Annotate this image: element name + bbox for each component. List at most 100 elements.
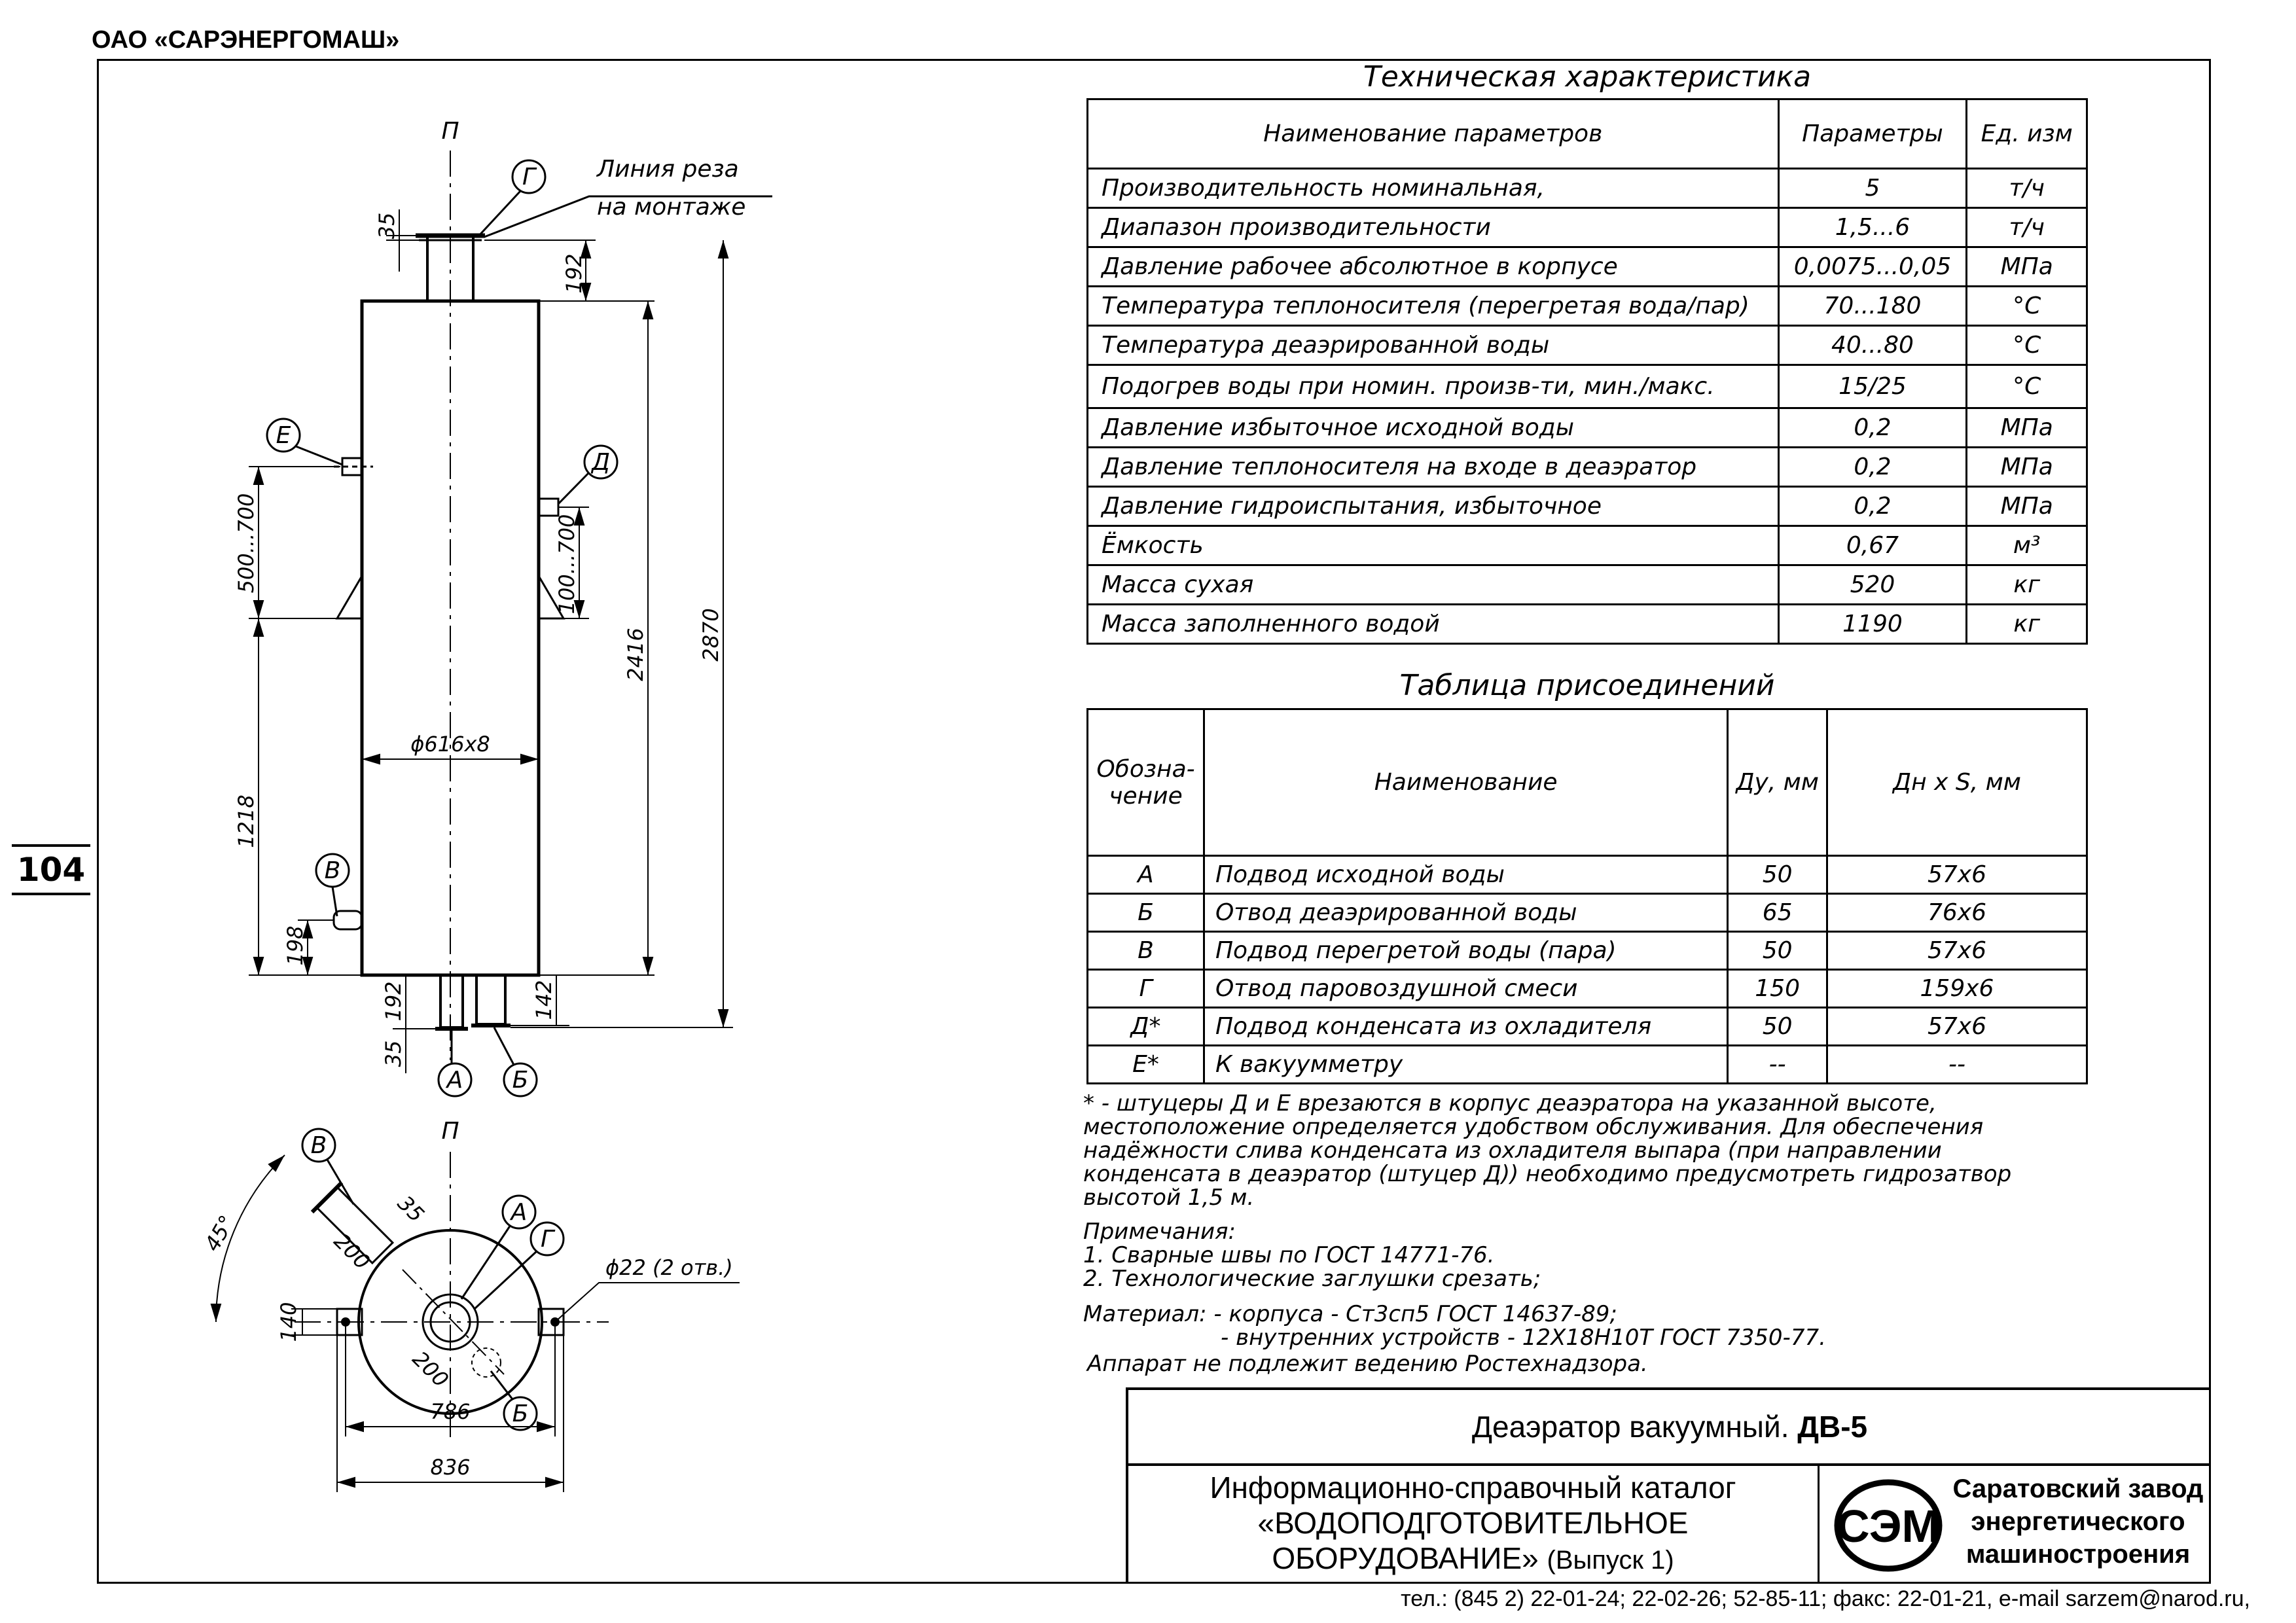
- maker-line: Саратовский завод: [1952, 1474, 2204, 1503]
- balloon-a: А: [446, 1067, 463, 1094]
- conn-name: Отвод деаэрированной воды: [1202, 893, 1729, 933]
- dim-198: 198: [283, 925, 308, 965]
- spec-value: 1,5...6: [1777, 207, 1968, 248]
- dim-192-bottom: 192: [381, 981, 406, 1021]
- conn-dn: 57x6: [1825, 931, 2089, 971]
- spec-name: Масса сухая: [1086, 564, 1780, 605]
- dim-1218: 1218: [234, 794, 259, 847]
- balloon-g: Г: [522, 164, 537, 190]
- spec-unit: т/ч: [1965, 207, 2088, 248]
- conn-code: Г: [1086, 969, 1205, 1008]
- tech-spec-table: Наименование параметров Параметры Ед. из…: [1086, 98, 2088, 645]
- bottom-nozzles: [435, 974, 511, 1031]
- conn-du: 65: [1727, 893, 1828, 933]
- dim-142: 142: [531, 980, 556, 1020]
- conn-name: Подвод исходной воды: [1202, 855, 1729, 895]
- cut-line-label-1: Линия реза: [596, 156, 739, 183]
- nozzle-v: [332, 910, 363, 931]
- nozzle-e: [334, 457, 373, 476]
- dim-35-top: 35: [374, 213, 399, 240]
- conn-code: Д*: [1086, 1007, 1205, 1046]
- maker-line: машиностроения: [1965, 1540, 2191, 1569]
- conn-du: --: [1727, 1044, 1828, 1084]
- supervision-note: Аппарат не подлежит ведению Ростехнадзор…: [1087, 1351, 1648, 1377]
- conn-du: 50: [1727, 1007, 1828, 1046]
- spec-name: Давление избыточное исходной воды: [1086, 407, 1780, 448]
- spec-value: 70...180: [1777, 285, 1968, 327]
- section-mark-plan: П: [441, 1118, 459, 1145]
- spec-name: Давление теплоносителя на входе в деаэра…: [1086, 446, 1780, 488]
- spec-value: 0,2: [1777, 446, 1968, 488]
- table-row: Давление теплоносителя на входе в деаэра…: [1086, 446, 2088, 488]
- spec-name: Давление гидроиспытания, избыточное: [1086, 486, 1780, 527]
- spec-name: Температура теплоносителя (перегретая во…: [1086, 285, 1780, 327]
- product-name: Деаэратор вакуумный.: [1471, 1410, 1789, 1444]
- material-line: - внутренних устройств - 12Х18Н10Т ГОСТ …: [1221, 1325, 1826, 1351]
- balloon-v: В: [325, 857, 341, 884]
- dim-192-top: 192: [562, 253, 586, 293]
- footnote-line: * - штуцеры Д и Е врезаются в корпус деа…: [1083, 1090, 1937, 1116]
- spec-unit: °С: [1965, 285, 2088, 327]
- cut-line-leader: [484, 195, 772, 238]
- footnote-line: высотой 1,5 м.: [1083, 1185, 1255, 1211]
- remarks-title: Примечания:: [1083, 1219, 1236, 1245]
- nozzle-d: [537, 497, 560, 517]
- balloon-plan-b: Б: [512, 1400, 529, 1427]
- catalog-line: ОБОРУДОВАНИЕ»: [1272, 1541, 1539, 1575]
- spec-unit: МПа: [1965, 446, 2088, 488]
- company-name: ОАО «САРЭНЕРГОМАШ»: [92, 26, 400, 54]
- sem-logo-icon: СЭМ: [1834, 1479, 1943, 1572]
- footnote-line: местоположение определяется удобством об…: [1083, 1114, 1984, 1140]
- connections-table: Обозна-чение Наименование Ду, мм Дн x S,…: [1086, 708, 2089, 1084]
- catalog-info: Информационно-справочный каталог «ВОДОПО…: [1126, 1463, 1820, 1584]
- conn-name: Отвод паровоздушной смеси: [1202, 969, 1729, 1008]
- conn-name: Подвод перегретой воды (пара): [1202, 931, 1729, 971]
- maker-line: энергетического: [1971, 1507, 2185, 1536]
- remark-line: 2. Технологические заглушки срезать;: [1083, 1266, 1541, 1292]
- dim-200-b: 200: [408, 1346, 454, 1392]
- conn-du: 50: [1727, 931, 1828, 971]
- tech-spec-title: Техническая характеристика: [1363, 60, 1812, 94]
- dim-35-bottom: 35: [381, 1041, 406, 1067]
- spec-name: Температура деаэрированной воды: [1086, 325, 1780, 366]
- dim-140: 140: [276, 1302, 301, 1342]
- table-row: Температура теплоносителя (перегретая во…: [1086, 285, 2088, 327]
- conn-code: Е*: [1086, 1044, 1205, 1084]
- spec-value: 0,0075...0,05: [1777, 246, 1968, 287]
- connections-title: Таблица присоединений: [1399, 669, 1775, 702]
- title-block-top: Деаэратор вакуумный. ДВ-5: [1126, 1387, 2211, 1466]
- dim-35-plan: 35: [393, 1190, 429, 1227]
- spec-unit: МПа: [1965, 486, 2088, 527]
- spec-value: 0,2: [1777, 407, 1968, 448]
- conn-du: 150: [1727, 969, 1828, 1008]
- spec-unit: МПа: [1965, 407, 2088, 448]
- catalog-line: «ВОДОПОДГОТОВИТЕЛЬНОЕ: [1257, 1506, 1689, 1540]
- remark-line: 1. Сварные швы по ГОСТ 14771-76.: [1083, 1242, 1495, 1268]
- conn-dn: 76x6: [1825, 893, 2089, 933]
- footnote-line: конденсата в деаэратор (штуцер Д)) необх…: [1083, 1161, 2012, 1187]
- dim-616: ϕ616x8: [410, 732, 490, 757]
- page-number: 104: [12, 844, 90, 895]
- header-param-value: Параметры: [1777, 98, 1968, 169]
- conn-dn: 57x6: [1825, 1007, 2089, 1046]
- spec-value: 1190: [1777, 603, 1968, 645]
- dim-hole-22: ϕ22 (2 отв.): [605, 1255, 733, 1280]
- dim-2416: 2416: [623, 628, 648, 681]
- spec-unit: °С: [1965, 325, 2088, 366]
- dim-200-a: 200: [329, 1228, 375, 1274]
- footnote-line: надёжности слива конденсата из охладител…: [1083, 1137, 1942, 1164]
- spec-name: Подогрев воды при номин. произв-ти, мин.…: [1086, 364, 1780, 409]
- balloon-d: Д: [590, 449, 610, 476]
- catalog-line: Информационно-справочный каталог: [1210, 1471, 1736, 1505]
- dim-500-700: 500...700: [234, 493, 259, 594]
- cut-line-label-2: на монтаже: [597, 194, 745, 221]
- table-row: Е*К вакуумметру----: [1086, 1044, 2089, 1084]
